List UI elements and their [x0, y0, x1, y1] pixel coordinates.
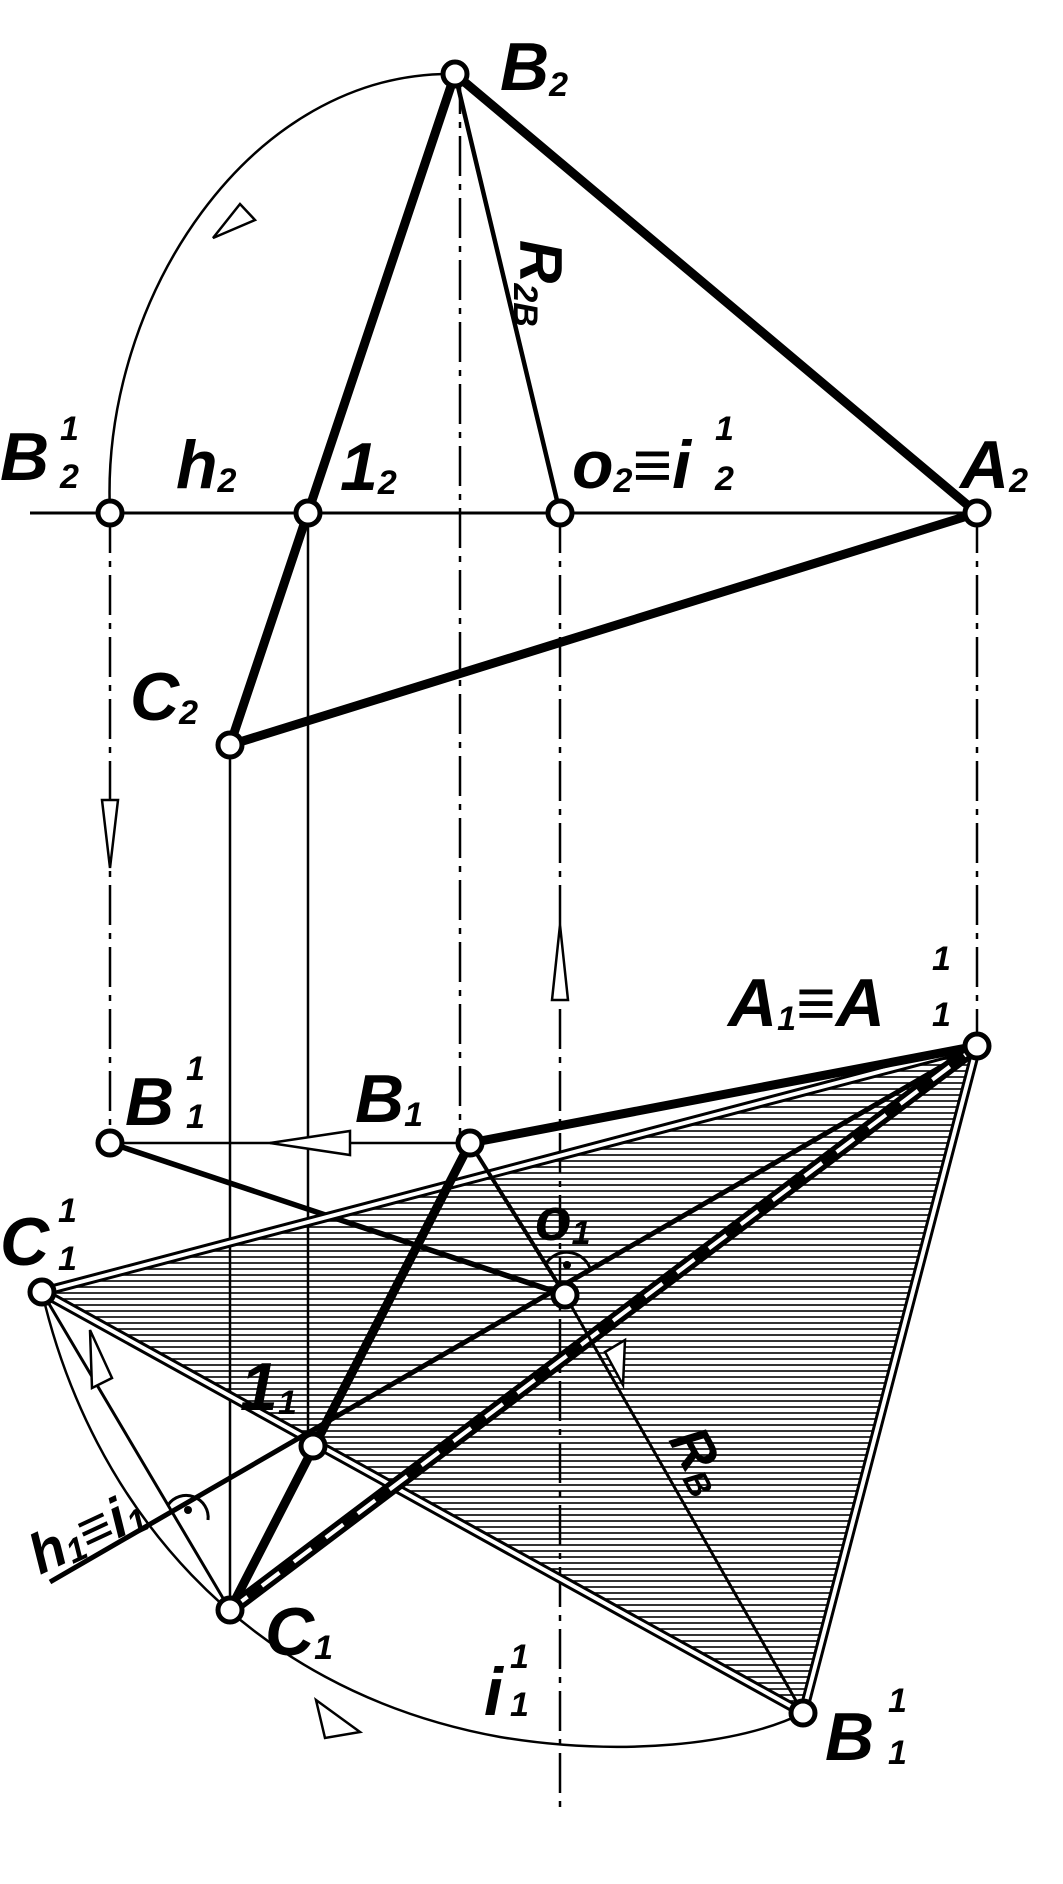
b1-to-o1 — [468, 1141, 567, 1297]
label-b1-1-bottom: B 1 1 — [825, 1651, 926, 1775]
point-b1-1-top — [95, 1128, 125, 1158]
right-angle-mark-o1 — [543, 1250, 592, 1269]
edge-b2-c2 — [225, 72, 460, 747]
point-b1-1-bottom — [788, 1698, 818, 1728]
point-a2 — [962, 498, 992, 528]
point-a1 — [962, 1031, 992, 1061]
point-o1 — [550, 1280, 580, 1310]
point-b2-1 — [95, 498, 125, 528]
double-line-a1-b11 — [798, 1044, 982, 1715]
edge-b2-a2 — [452, 70, 980, 517]
label-b2: B2 — [500, 29, 568, 105]
label-1-1: 11 — [240, 1349, 297, 1425]
label-a1-a1-1: A1≡A 1 1 — [726, 909, 970, 1041]
c-arrow-up — [88, 1329, 114, 1390]
point-c2 — [215, 730, 245, 760]
label-a2: A2 — [958, 427, 1028, 503]
dashed-line-a1-c1 — [225, 1040, 982, 1616]
radius-arrow — [603, 1337, 627, 1390]
radius-rb — [563, 1294, 805, 1714]
point-c1 — [215, 1595, 245, 1625]
projection-arrow-up — [550, 924, 570, 1002]
point-b2 — [440, 59, 470, 89]
edge-b1-c1 — [225, 1140, 475, 1613]
arc-arrow-top — [212, 202, 258, 240]
rotation-arrow-left — [269, 1129, 352, 1157]
c11-to-c1 — [40, 1291, 232, 1611]
right-angle-mark-h1 — [166, 1494, 210, 1521]
radius-r2b — [452, 73, 563, 514]
label-i1-1: i 1 1 — [484, 1607, 548, 1730]
point-1-2 — [293, 498, 323, 528]
right-angle-dot-o1 — [563, 1261, 571, 1269]
point-o2 — [545, 498, 575, 528]
horizontal-line-h1 — [48, 1043, 979, 1585]
edge-b1-a1 — [469, 1041, 978, 1148]
label-c1: C1 — [265, 1594, 333, 1670]
projection-arrow-down — [100, 798, 120, 869]
arc-arrow-bottom — [314, 1697, 364, 1740]
point-c1-1 — [27, 1277, 57, 1307]
label-c1-1: C 1 1 — [0, 1161, 96, 1280]
label-h1-i1: h1≡i1 — [18, 1478, 154, 1586]
label-b2-1: B 1 2 — [0, 379, 98, 496]
rotation-arc-bottom — [40, 1291, 804, 1749]
double-line-c11-a1 — [40, 1041, 979, 1297]
point-b1 — [455, 1128, 485, 1158]
label-b1-1-top: B 1 1 — [125, 1019, 224, 1140]
point-1-1 — [298, 1431, 328, 1461]
double-line-c11-b11 — [39, 1287, 806, 1718]
label-o1: o1 — [535, 1186, 591, 1253]
right-angle-dot-h1 — [184, 1506, 192, 1514]
rotation-arc-top — [108, 72, 456, 514]
label-b1: B1 — [355, 1061, 423, 1137]
label-1-2: 12 — [340, 429, 397, 505]
label-r2b: R2B — [506, 240, 574, 327]
label-o2-i2-1: o2≡i 1 2 — [572, 379, 753, 503]
hatched-triangle — [42, 1046, 977, 1713]
label-h2: h2 — [176, 427, 237, 503]
edge-c2-a2 — [228, 508, 979, 750]
label-c2: C2 — [130, 659, 198, 735]
